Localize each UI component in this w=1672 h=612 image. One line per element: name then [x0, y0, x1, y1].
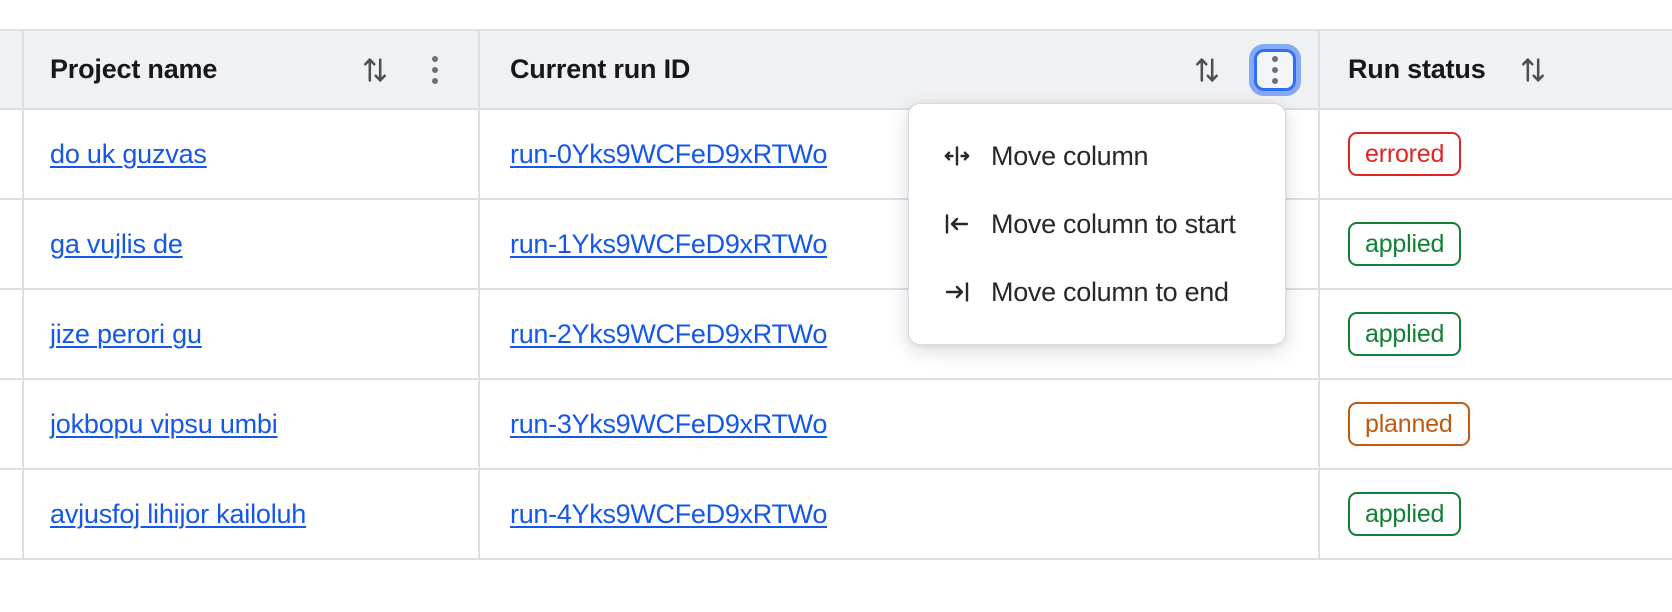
status-badge: errored [1348, 132, 1462, 176]
sort-button-project-name[interactable] [354, 49, 396, 91]
kebab-icon [1272, 55, 1278, 84]
menu-item-move-column-to-end[interactable]: Move column to end [909, 258, 1285, 326]
column-menu-button-current-run-id[interactable] [1249, 43, 1301, 96]
table-body: do uk guzvas run-0Yks9WCFeD9xRTWo errored g… [0, 110, 1672, 560]
run-id-link[interactable]: run-0Yks9WCFeD9xRTWo [510, 138, 828, 169]
cell-run-status: applied [1318, 200, 1672, 288]
status-badge: applied [1348, 222, 1462, 266]
table-row: avjusfoj lihijor kailoluh run-4Yks9WCFeD9… [0, 470, 1672, 560]
status-badge: planned [1348, 402, 1470, 446]
move-column-to-end-icon [937, 280, 977, 304]
table-row: ga vujlis de run-1Yks9WCFeD9xRTWo applied [0, 200, 1672, 290]
sort-button-current-run-id[interactable] [1186, 49, 1228, 91]
cell-project-name: ga vujlis de [22, 200, 478, 288]
sort-button-run-status[interactable] [1512, 49, 1554, 91]
run-id-link[interactable]: run-1Yks9WCFeD9xRTWo [510, 228, 828, 259]
column-header-label: Current run ID [510, 54, 691, 84]
row-gutter-cell [0, 290, 22, 378]
cell-current-run-id: run-2Yks9WCFeD9xRTWo [478, 290, 1318, 378]
column-header-run-status[interactable]: Run status [1318, 31, 1672, 108]
project-name-link[interactable]: jize perori gu [50, 318, 202, 349]
cell-project-name: jize perori gu [22, 290, 478, 378]
column-header-label: Project name [50, 54, 218, 84]
column-header-label: Run status [1348, 54, 1486, 84]
row-gutter-cell [0, 380, 22, 468]
cell-run-status: errored [1318, 110, 1672, 198]
header-gutter-cell [0, 31, 22, 108]
cell-run-status: applied [1318, 290, 1672, 378]
cell-project-name: avjusfoj lihijor kailoluh [22, 470, 478, 558]
cell-current-run-id: run-4Yks9WCFeD9xRTWo [478, 470, 1318, 558]
project-name-link[interactable]: jokbopu vipsu umbi [50, 408, 278, 439]
run-id-link[interactable]: run-3Yks9WCFeD9xRTWo [510, 408, 828, 439]
cell-current-run-id: run-3Yks9WCFeD9xRTWo [478, 380, 1318, 468]
column-header-current-run-id[interactable]: Current run ID [478, 31, 1318, 108]
run-id-link[interactable]: run-4Yks9WCFeD9xRTWo [510, 498, 828, 529]
row-gutter-cell [0, 200, 22, 288]
cell-run-status: applied [1318, 470, 1672, 558]
cell-current-run-id: run-0Yks9WCFeD9xRTWo [478, 110, 1318, 198]
projects-table: Project name Current run ID [0, 29, 1672, 560]
menu-item-label: Move column to end [991, 276, 1229, 307]
project-name-link[interactable]: do uk guzvas [50, 138, 207, 169]
move-column-icon [937, 144, 977, 168]
status-badge: applied [1348, 492, 1462, 536]
menu-item-label: Move column [991, 140, 1149, 171]
cell-project-name: do uk guzvas [22, 110, 478, 198]
table-row: do uk guzvas run-0Yks9WCFeD9xRTWo errored [0, 110, 1672, 200]
table-row: jokbopu vipsu umbi run-3Yks9WCFeD9xRTWo pl… [0, 380, 1672, 470]
menu-item-move-column-to-start[interactable]: Move column to start [909, 190, 1285, 258]
table-row: jize perori gu run-2Yks9WCFeD9xRTWo applie… [0, 290, 1672, 380]
menu-item-move-column[interactable]: Move column [909, 122, 1285, 190]
status-badge: applied [1348, 312, 1462, 356]
project-name-link[interactable]: ga vujlis de [50, 228, 183, 259]
column-header-project-name[interactable]: Project name [22, 31, 478, 108]
run-id-link[interactable]: run-2Yks9WCFeD9xRTWo [510, 318, 828, 349]
sort-arrows-icon [1196, 57, 1218, 82]
project-name-link[interactable]: avjusfoj lihijor kailoluh [50, 498, 307, 529]
column-options-menu: Move column Move column to start Move co… [908, 103, 1286, 345]
column-menu-button-project-name[interactable] [414, 49, 456, 91]
row-gutter-cell [0, 470, 22, 558]
cell-current-run-id: run-1Yks9WCFeD9xRTWo [478, 200, 1318, 288]
menu-item-label: Move column to start [991, 208, 1236, 239]
cell-run-status: planned [1318, 380, 1672, 468]
row-gutter-cell [0, 110, 22, 198]
sort-arrows-icon [1521, 57, 1544, 82]
cell-project-name: jokbopu vipsu umbi [22, 380, 478, 468]
kebab-icon [432, 55, 438, 84]
move-column-to-start-icon [937, 212, 977, 236]
sort-arrows-icon [364, 57, 386, 82]
table-header-row: Project name Current run ID [0, 29, 1672, 110]
